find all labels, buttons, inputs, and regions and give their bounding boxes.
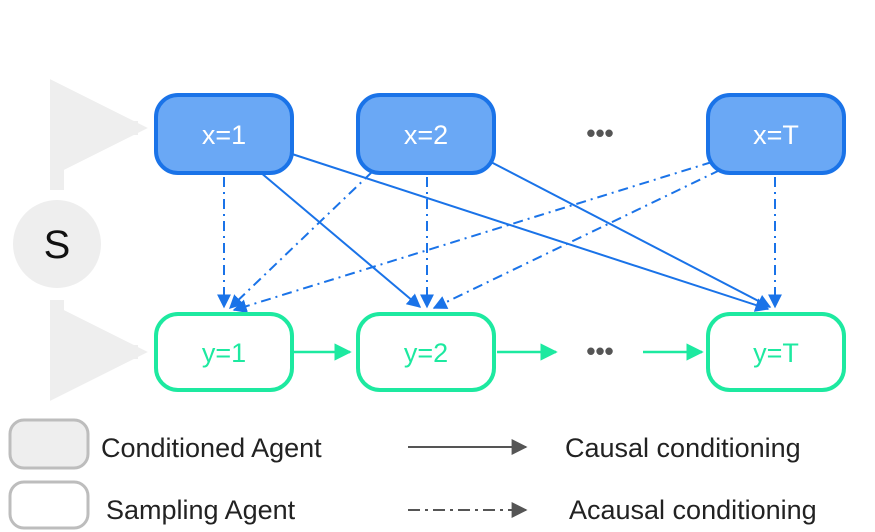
edge-x1-y2-causal <box>259 171 422 308</box>
legend-conditioned-label: Conditioned Agent <box>101 433 322 463</box>
y-node-2-label: y=2 <box>404 338 448 368</box>
y-node-1: y=1 <box>154 312 294 392</box>
s-connectors <box>49 79 148 401</box>
legend-sampling-label: Sampling Agent <box>106 495 296 525</box>
y-node-1-label: y=1 <box>202 338 246 368</box>
y-node-T: y=T <box>706 312 846 392</box>
edge-xT-y1-acausal <box>232 161 713 313</box>
edge-xT-y2-acausal <box>432 169 721 309</box>
s-to-x-connector <box>49 79 148 190</box>
start-node: S <box>13 200 101 288</box>
x-node-1: x=1 <box>154 93 294 175</box>
legend-sampling-swatch <box>8 480 90 530</box>
s-to-y-connector <box>49 300 148 401</box>
edge-x2-y1-acausal <box>228 171 373 309</box>
x-node-1-label: x=1 <box>202 120 246 150</box>
start-node-label: S <box>44 223 71 267</box>
legend-causal-label: Causal conditioning <box>565 433 801 463</box>
legend-conditioned-swatch <box>8 418 90 470</box>
y-node-2: y=2 <box>356 312 496 392</box>
y-node-T-label: y=T <box>753 338 799 368</box>
edge-x1-yT-causal <box>291 153 770 312</box>
edges <box>217 153 782 313</box>
edge-x2-yT-causal <box>486 159 772 308</box>
x-node-2: x=2 <box>356 93 496 175</box>
legend: Conditioned Agent Sampling Agent Causal … <box>8 418 817 530</box>
x-node-T: x=T <box>706 93 846 175</box>
x-node-2-label: x=2 <box>404 120 448 150</box>
x-node-T-label: x=T <box>753 120 799 150</box>
x-ellipsis: ••• <box>586 118 613 148</box>
y-ellipsis: ••• <box>586 336 613 366</box>
legend-acausal-label: Acausal conditioning <box>569 495 817 525</box>
